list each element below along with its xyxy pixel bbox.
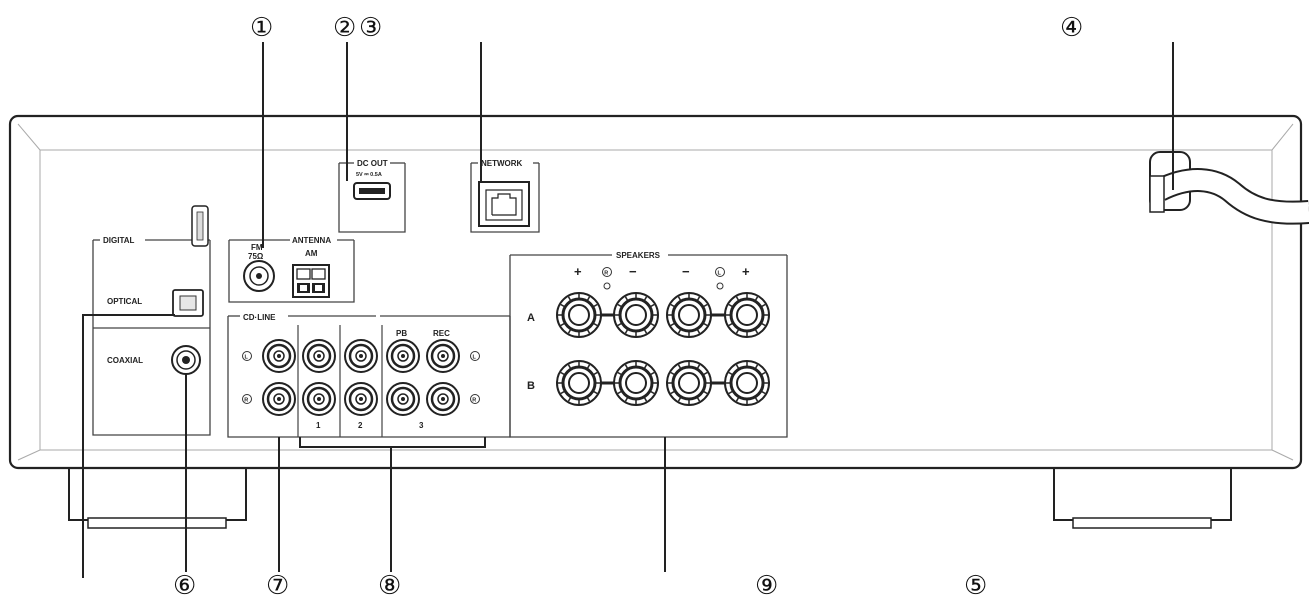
speakers-group: SPEAKERS + − − + R L A B (509, 251, 788, 438)
fm-label: FM (251, 243, 263, 252)
right-foot (1053, 467, 1232, 529)
speaker-binding-post[interactable] (724, 360, 770, 406)
digital-label: DIGITAL (103, 236, 135, 245)
speaker-channel-r-marker: R (602, 267, 612, 277)
svg-text:L: L (718, 271, 722, 277)
pb-label: PB (396, 329, 407, 338)
svg-text:L: L (473, 355, 477, 361)
svg-text:R: R (604, 271, 608, 277)
power-cord (1149, 151, 1309, 225)
left-plus-label: + (742, 264, 750, 279)
optical-jack[interactable] (172, 289, 204, 317)
coaxial-jack[interactable] (171, 345, 201, 375)
right-minus-label: − (629, 264, 637, 279)
speaker-binding-post[interactable] (613, 360, 659, 406)
chassis (8, 114, 1303, 470)
svg-text:R: R (244, 398, 248, 404)
rca-jack[interactable] (262, 382, 296, 416)
line-2-label: 2 (358, 421, 363, 430)
rca-jack[interactable] (386, 382, 420, 416)
dc-out-spec-label: 5V ⎓ 0.5A (356, 172, 382, 178)
svg-text:L: L (245, 355, 249, 361)
callout-2: ② (333, 13, 356, 43)
analog-inputs-group: CD·LINE PB REC 1 2 3 L R L R (227, 313, 511, 438)
speaker-binding-post[interactable] (724, 292, 770, 338)
rca-jack[interactable] (302, 339, 336, 373)
network-group: NETWORK (470, 159, 540, 233)
rca-jack[interactable] (426, 382, 460, 416)
dc-out-group: DC OUT 5V ⎓ 0.5A (338, 159, 406, 233)
speaker-terminals (556, 292, 770, 406)
rca-jack[interactable] (344, 382, 378, 416)
optical-label: OPTICAL (107, 297, 142, 306)
speaker-binding-post[interactable] (556, 292, 602, 338)
dc-out-usb-port[interactable] (353, 182, 391, 200)
callout-8: ⑧ (378, 571, 401, 601)
rca-jack[interactable] (386, 339, 420, 373)
callout-leader-lines (82, 42, 1174, 578)
am-antenna-terminal[interactable] (292, 264, 330, 298)
rca-jack[interactable] (262, 339, 296, 373)
network-ethernet-port[interactable] (478, 181, 530, 227)
rca-jack[interactable] (302, 382, 336, 416)
callout-7: ⑦ (266, 571, 289, 601)
rca-jacks (262, 339, 460, 416)
left-foot (68, 467, 247, 529)
channel-l-marker-left: L (242, 351, 252, 361)
speaker-binding-post[interactable] (666, 292, 712, 338)
fm-impedance-label: 75Ω (248, 252, 264, 261)
am-label: AM (305, 249, 318, 258)
network-label: NETWORK (481, 159, 523, 168)
channel-r-marker-left: R (242, 394, 252, 404)
rca-jack[interactable] (344, 339, 378, 373)
callout-5: ⑤ (964, 571, 987, 601)
speaker-channel-l-marker: L (715, 267, 725, 277)
line-3-label: 3 (419, 421, 424, 430)
speaker-binding-post[interactable] (666, 360, 712, 406)
callout-3: ③ (359, 13, 382, 43)
rca-jack[interactable] (426, 339, 460, 373)
channel-r-marker-right: R (470, 394, 480, 404)
callout-6: ⑥ (173, 571, 196, 601)
speaker-b-label: B (527, 380, 535, 392)
right-plus-label: + (574, 264, 582, 279)
fm-antenna-jack[interactable] (243, 260, 275, 292)
callout-9: ⑨ (755, 571, 778, 601)
left-minus-label: − (682, 264, 690, 279)
channel-l-marker-right: L (470, 351, 480, 361)
speaker-a-label: A (527, 312, 535, 324)
rec-label: REC (433, 329, 450, 338)
antenna-label: ANTENNA (292, 236, 331, 245)
dc-out-label: DC OUT (357, 159, 388, 168)
line-1-label: 1 (316, 421, 321, 430)
svg-text:R: R (472, 398, 476, 404)
coaxial-label: COAXIAL (107, 356, 143, 365)
callout-4: ④ (1060, 13, 1083, 43)
antenna-group: ANTENNA FM 75Ω AM (228, 236, 355, 303)
callout-1: ① (250, 13, 273, 43)
speakers-label: SPEAKERS (616, 251, 661, 260)
speaker-binding-post[interactable] (556, 360, 602, 406)
speaker-binding-post[interactable] (613, 292, 659, 338)
digital-input-group: DIGITAL OPTICAL COAXIAL (92, 205, 211, 436)
cd-line-label: CD·LINE (243, 313, 276, 322)
